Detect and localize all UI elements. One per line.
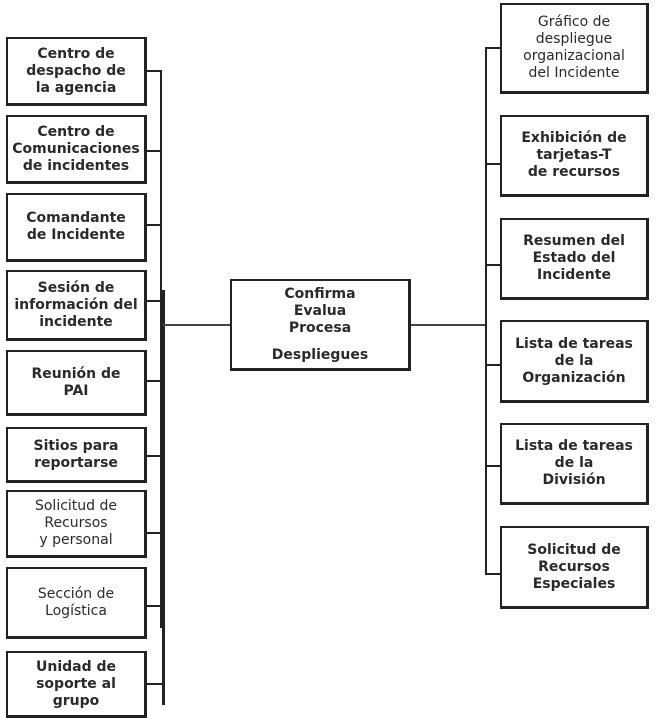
right-box-5-line-3: División bbox=[542, 472, 606, 488]
left-box-9-line-1: Unidad de bbox=[35, 658, 116, 675]
right-connector-2 bbox=[485, 163, 501, 165]
center-left-connector bbox=[163, 324, 232, 326]
right-box-3-line-1: Resumen del bbox=[523, 233, 625, 249]
left-connector-9 bbox=[146, 683, 165, 685]
center-line-5: Despliegues bbox=[271, 346, 369, 363]
right-box-1-line-4: del Incidente bbox=[528, 65, 620, 81]
right-box-6-line-3: Especiales bbox=[532, 575, 616, 592]
left-bus-outer bbox=[160, 70, 162, 628]
center-right-connector bbox=[410, 324, 486, 326]
right-box-4-line-3: Organización bbox=[522, 369, 626, 386]
left-box-4-line-1: Sesión de bbox=[37, 279, 115, 296]
right-box-2-line-1: Exhibición de bbox=[521, 130, 627, 146]
left-box-6-line-2: reportarse bbox=[34, 454, 118, 471]
left-box-2-line-1: Centro de bbox=[37, 123, 115, 140]
left-box-5-line-2: PAI bbox=[63, 382, 89, 399]
right-box-6-line-2: Recursos bbox=[538, 558, 610, 575]
left-connector-6 bbox=[146, 455, 165, 457]
right-connector-5 bbox=[485, 465, 501, 467]
right-box-1-line-1: Gráfico de bbox=[537, 14, 611, 30]
left-connector-8 bbox=[146, 605, 165, 607]
left-box-2-line-3: de incidentes bbox=[22, 157, 130, 174]
right-box-5-line-2: de la bbox=[554, 455, 594, 471]
right-box-5-line-1: Lista de tareas bbox=[515, 438, 633, 454]
center-line-2: Evalua bbox=[293, 302, 347, 319]
right-connector-1 bbox=[485, 47, 501, 49]
left-box-9-line-2: soporte al bbox=[36, 675, 116, 692]
left-box-7-line-2: Recursos bbox=[44, 515, 108, 531]
left-box-1-line-3: la agencia bbox=[35, 79, 117, 96]
right-box-3-line-2: Estado del bbox=[532, 250, 616, 266]
right-bus bbox=[485, 47, 487, 574]
left-box-7-line-1: Solicitud de bbox=[34, 498, 118, 514]
center-line-3: Procesa bbox=[288, 319, 352, 336]
left-connector-5 bbox=[146, 380, 165, 382]
left-box-3-line-1: Comandante bbox=[26, 210, 126, 226]
left-connector-4 bbox=[146, 300, 165, 302]
left-box-3-line-2: de Incidente bbox=[26, 227, 126, 243]
right-connector-3 bbox=[485, 264, 501, 266]
right-box-2-line-3: de recursos bbox=[527, 164, 621, 180]
center-process-box: Confirma Evalua Procesa Despliegues bbox=[230, 279, 411, 371]
left-box-1-line-1: Centro de bbox=[37, 45, 115, 62]
right-box-6-line-1: Solicitud de bbox=[527, 541, 621, 558]
left-box-8-line-1: Sección de bbox=[37, 585, 115, 602]
left-box-5-line-1: Reunión de bbox=[31, 365, 121, 382]
right-box-1-line-2: despliegue bbox=[535, 31, 613, 47]
left-box-9-line-3: grupo bbox=[52, 692, 100, 709]
right-box-1-line-3: organizacional bbox=[523, 48, 625, 64]
right-connector-6 bbox=[485, 573, 501, 575]
left-box-1-line-2: despacho de bbox=[26, 62, 126, 79]
right-box-4-line-1: Lista de tareas bbox=[515, 335, 633, 352]
left-box-8-line-2: Logística bbox=[45, 602, 107, 619]
left-connector-3 bbox=[146, 224, 162, 226]
left-connector-1 bbox=[146, 70, 162, 72]
left-bus-inner bbox=[162, 290, 165, 705]
left-connector-7 bbox=[146, 532, 165, 534]
left-connector-2 bbox=[146, 150, 162, 152]
left-box-6-line-1: Sitios para bbox=[33, 437, 119, 454]
left-box-4-line-2: información del bbox=[14, 296, 138, 313]
right-box-3-line-3: Incidente bbox=[537, 267, 611, 283]
center-line-1: Confirma bbox=[284, 285, 356, 302]
right-connector-4 bbox=[485, 364, 501, 366]
left-box-2-line-2: Comunicaciones bbox=[12, 140, 140, 157]
left-box-7-line-3: y personal bbox=[39, 532, 113, 548]
left-box-4-line-3: incidente bbox=[39, 313, 113, 330]
right-box-4-line-2: de la bbox=[554, 352, 594, 369]
right-box-2-line-2: tarjetas-T bbox=[536, 147, 612, 163]
